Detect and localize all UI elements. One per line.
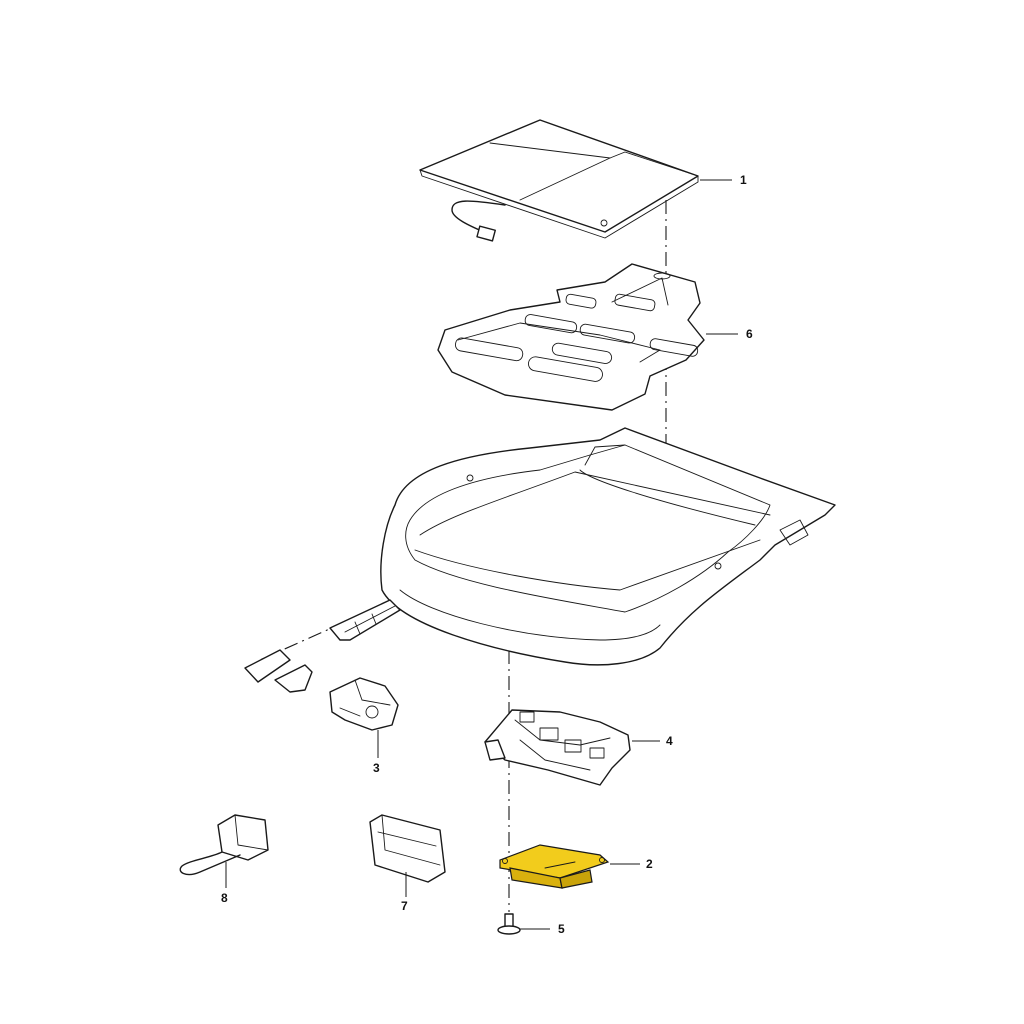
callout-2: 2 xyxy=(646,857,653,871)
part-2-control-unit[interactable] xyxy=(499,844,610,889)
part-7-connector[interactable] xyxy=(369,814,446,897)
callout-6: 6 xyxy=(746,327,753,341)
part-8-sensor[interactable] xyxy=(179,814,269,888)
callout-1: 1 xyxy=(740,173,747,187)
part-3-adjuster-bracket[interactable] xyxy=(244,649,399,758)
part-6-cushion-insert[interactable] xyxy=(437,263,705,411)
seat-cushion-foam xyxy=(329,427,836,666)
callout-3: 3 xyxy=(373,761,380,775)
callout-8: 8 xyxy=(221,891,228,905)
callout-7: 7 xyxy=(401,899,408,913)
callout-4: 4 xyxy=(666,734,673,748)
assembly-axis-rail xyxy=(259,621,346,661)
part-4-module-tray[interactable] xyxy=(484,709,631,786)
part-1-heating-mat[interactable] xyxy=(419,119,699,242)
part-5-screw[interactable] xyxy=(497,913,521,935)
callout-5: 5 xyxy=(558,922,565,936)
